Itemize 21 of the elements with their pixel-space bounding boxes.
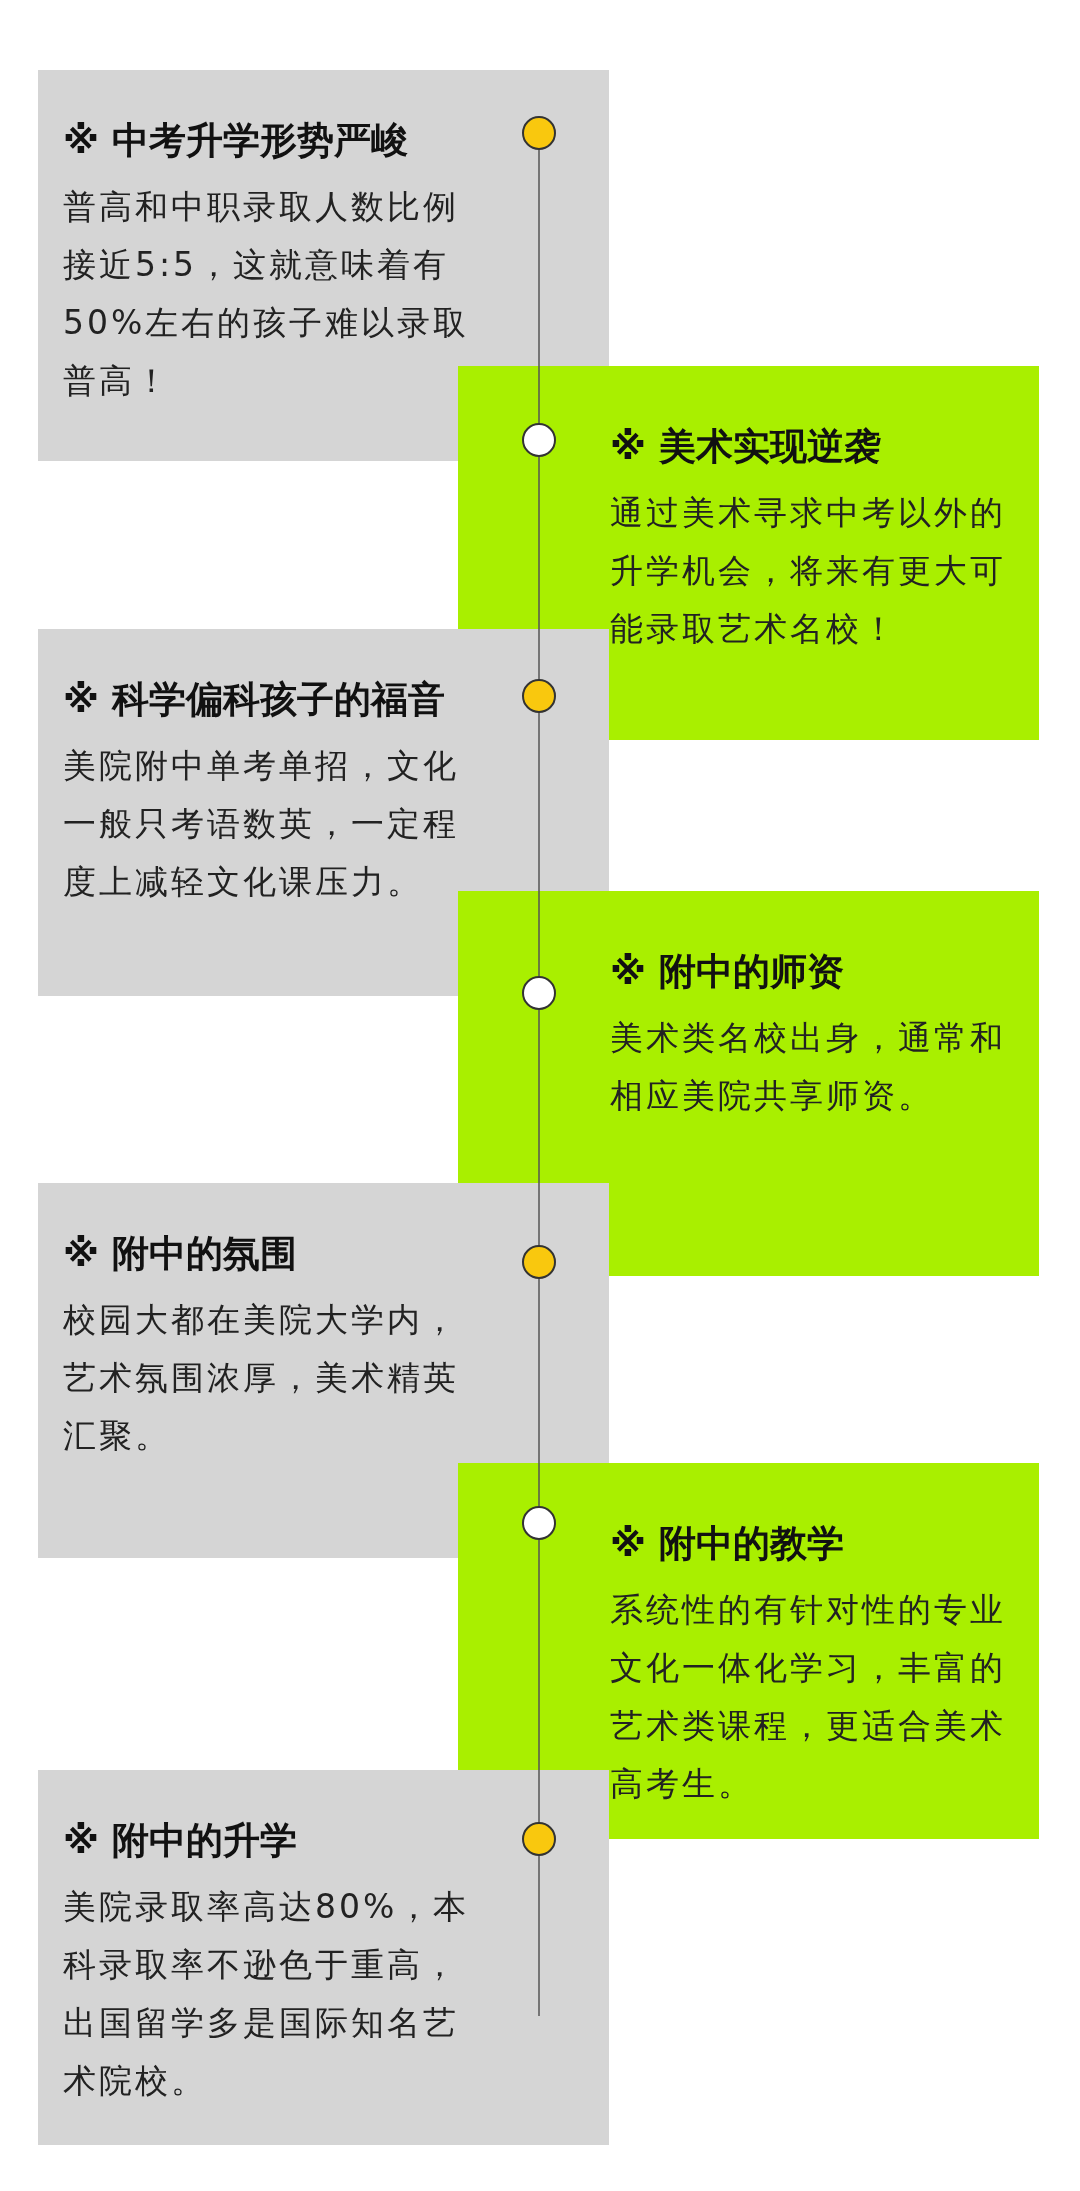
text-card — [458, 891, 1039, 1276]
text-card — [38, 1183, 609, 1558]
card-body: 通过美术寻求中考以外的升学机会，将来有更大可能录取艺术名校！ — [610, 492, 1007, 650]
text-card — [38, 70, 609, 461]
card-heading: ※ 附中的师资 — [610, 949, 845, 995]
card-heading: ※ 附中的氛围 — [63, 1231, 298, 1277]
card-body: 美术类名校出身，通常和相应美院共享师资。 — [610, 1017, 1007, 1117]
card-body: 美院附中单考单招，文化一般只考语数英，一定程度上减轻文化课压力。 — [63, 745, 460, 903]
card-body: 美院录取率高达80%，本科录取率不逊色于重高，出国留学多是国际知名艺术院校。 — [63, 1886, 471, 2102]
text-card — [458, 366, 1039, 740]
card-heading: ※ 附中的教学 — [610, 1521, 845, 1567]
card-body: 系统性的有针对性的专业文化一体化学习，丰富的艺术类课程，更适合美术高考生。 — [610, 1589, 1007, 1805]
text-card — [458, 1463, 1039, 1839]
card-heading: ※ 科学偏科孩子的福音 — [63, 677, 446, 723]
card-body: 普高和中职录取人数比例接近5:5，这就意味着有50%左右的孩子难以录取普高！ — [63, 186, 471, 402]
card-heading: ※ 中考升学形势严峻 — [63, 118, 409, 164]
card-heading: ※ 附中的升学 — [63, 1818, 298, 1864]
text-card — [38, 629, 609, 996]
card-body: 校园大都在美院大学内，艺术氛围浓厚，美术精英汇聚。 — [63, 1299, 460, 1457]
card-heading: ※ 美术实现逆袭 — [610, 424, 882, 470]
text-card — [38, 1770, 609, 2145]
